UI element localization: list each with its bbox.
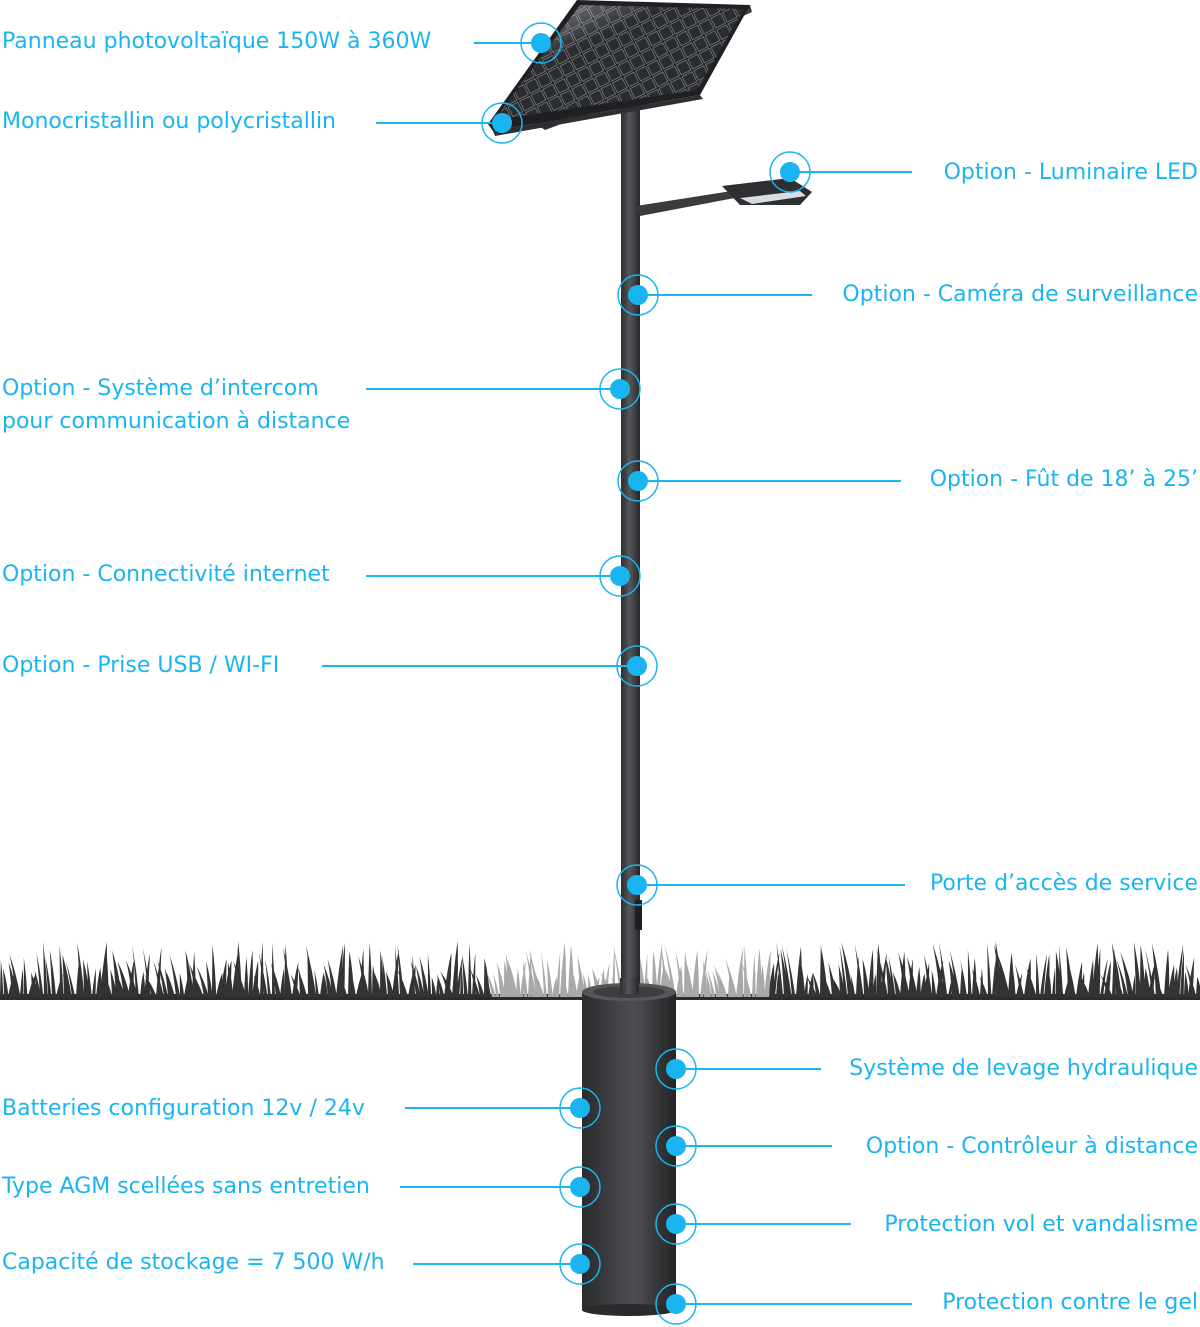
marker-dot-usb-wifi-outlet	[627, 656, 647, 676]
marker-ring-pole-shaft	[617, 460, 659, 502]
marker-dot-battery-config	[570, 1098, 590, 1118]
marker-ring-hydraulic-lift	[655, 1048, 697, 1090]
marker-ring-intercom-system	[599, 368, 641, 410]
marker-dot-anti-theft	[666, 1214, 686, 1234]
callout-pole-shaft: Option - Fût de 18’ à 25’	[929, 467, 1198, 492]
marker-ring-anti-theft	[655, 1203, 697, 1245]
marker-dot-hydraulic-lift	[666, 1059, 686, 1079]
battery-base	[582, 978, 676, 1316]
marker-ring-service-access-door	[616, 864, 658, 906]
marker-dot-pole-shaft	[628, 471, 648, 491]
marker-ring-usb-wifi-outlet	[616, 645, 658, 687]
pole-shaft	[621, 108, 640, 998]
marker-dot-panel-cell-type	[492, 113, 512, 133]
callout-frost-protection: Protection contre le gel	[942, 1290, 1198, 1315]
solar-panel	[488, 0, 752, 136]
marker-dot-storage-capacity	[570, 1254, 590, 1274]
marker-ring-battery-config	[559, 1087, 601, 1129]
marker-dot-led-luminaire	[780, 162, 800, 182]
callout-service-access-door: Porte d’accès de service	[929, 871, 1198, 896]
marker-ring-remote-controller	[655, 1125, 697, 1167]
marker-ring-led-luminaire	[769, 151, 811, 193]
marker-ring-frost-protection	[655, 1283, 697, 1325]
marker-ring-solar-panel-power	[520, 22, 562, 64]
marker-dot-solar-panel-power	[531, 33, 551, 53]
marker-ring-storage-capacity	[559, 1243, 601, 1285]
callout-solar-panel-power: Panneau photovoltaïque 150W à 360W	[2, 29, 432, 54]
callout-led-luminaire: Option - Luminaire LED	[943, 160, 1198, 185]
marker-dot-surveillance-camera	[628, 285, 648, 305]
callout-anti-theft: Protection vol et vandalisme	[884, 1212, 1198, 1237]
marker-dot-internet-connectivity	[610, 566, 630, 586]
callout-storage-capacity: Capacité de stockage = 7 500 W/h	[2, 1250, 385, 1275]
marker-dot-frost-protection	[666, 1294, 686, 1314]
callout-usb-wifi-outlet: Option - Prise USB / WI-FI	[2, 653, 280, 678]
marker-ring-surveillance-camera	[617, 274, 659, 316]
marker-ring-agm-sealed	[559, 1166, 601, 1208]
grass	[0, 941, 1200, 997]
callout-panel-cell-type: Monocristallin ou polycristallin	[2, 109, 336, 134]
marker-dot-remote-controller	[666, 1136, 686, 1156]
callout-remote-controller: Option - Contrôleur à distance	[865, 1134, 1198, 1159]
marker-dot-agm-sealed	[570, 1177, 590, 1197]
callout-surveillance-camera: Option - Caméra de surveillance	[842, 282, 1198, 307]
callout-battery-config: Batteries configuration 12v / 24v	[2, 1096, 365, 1121]
marker-ring-panel-cell-type	[481, 102, 523, 144]
grass-dark	[0, 941, 1200, 997]
marker-dot-service-access-door	[627, 875, 647, 895]
service-door	[635, 900, 642, 930]
callout-hydraulic-lift: Système de levage hydraulique	[849, 1056, 1198, 1081]
marker-ring-internet-connectivity	[599, 555, 641, 597]
grass-light	[486, 941, 771, 997]
callout-agm-sealed: Type AGM scellées sans entretien	[2, 1174, 370, 1199]
marker-dot-intercom-system	[610, 379, 630, 399]
led-luminaire	[636, 178, 812, 216]
callout-internet-connectivity: Option - Connectivité internet	[2, 562, 330, 587]
